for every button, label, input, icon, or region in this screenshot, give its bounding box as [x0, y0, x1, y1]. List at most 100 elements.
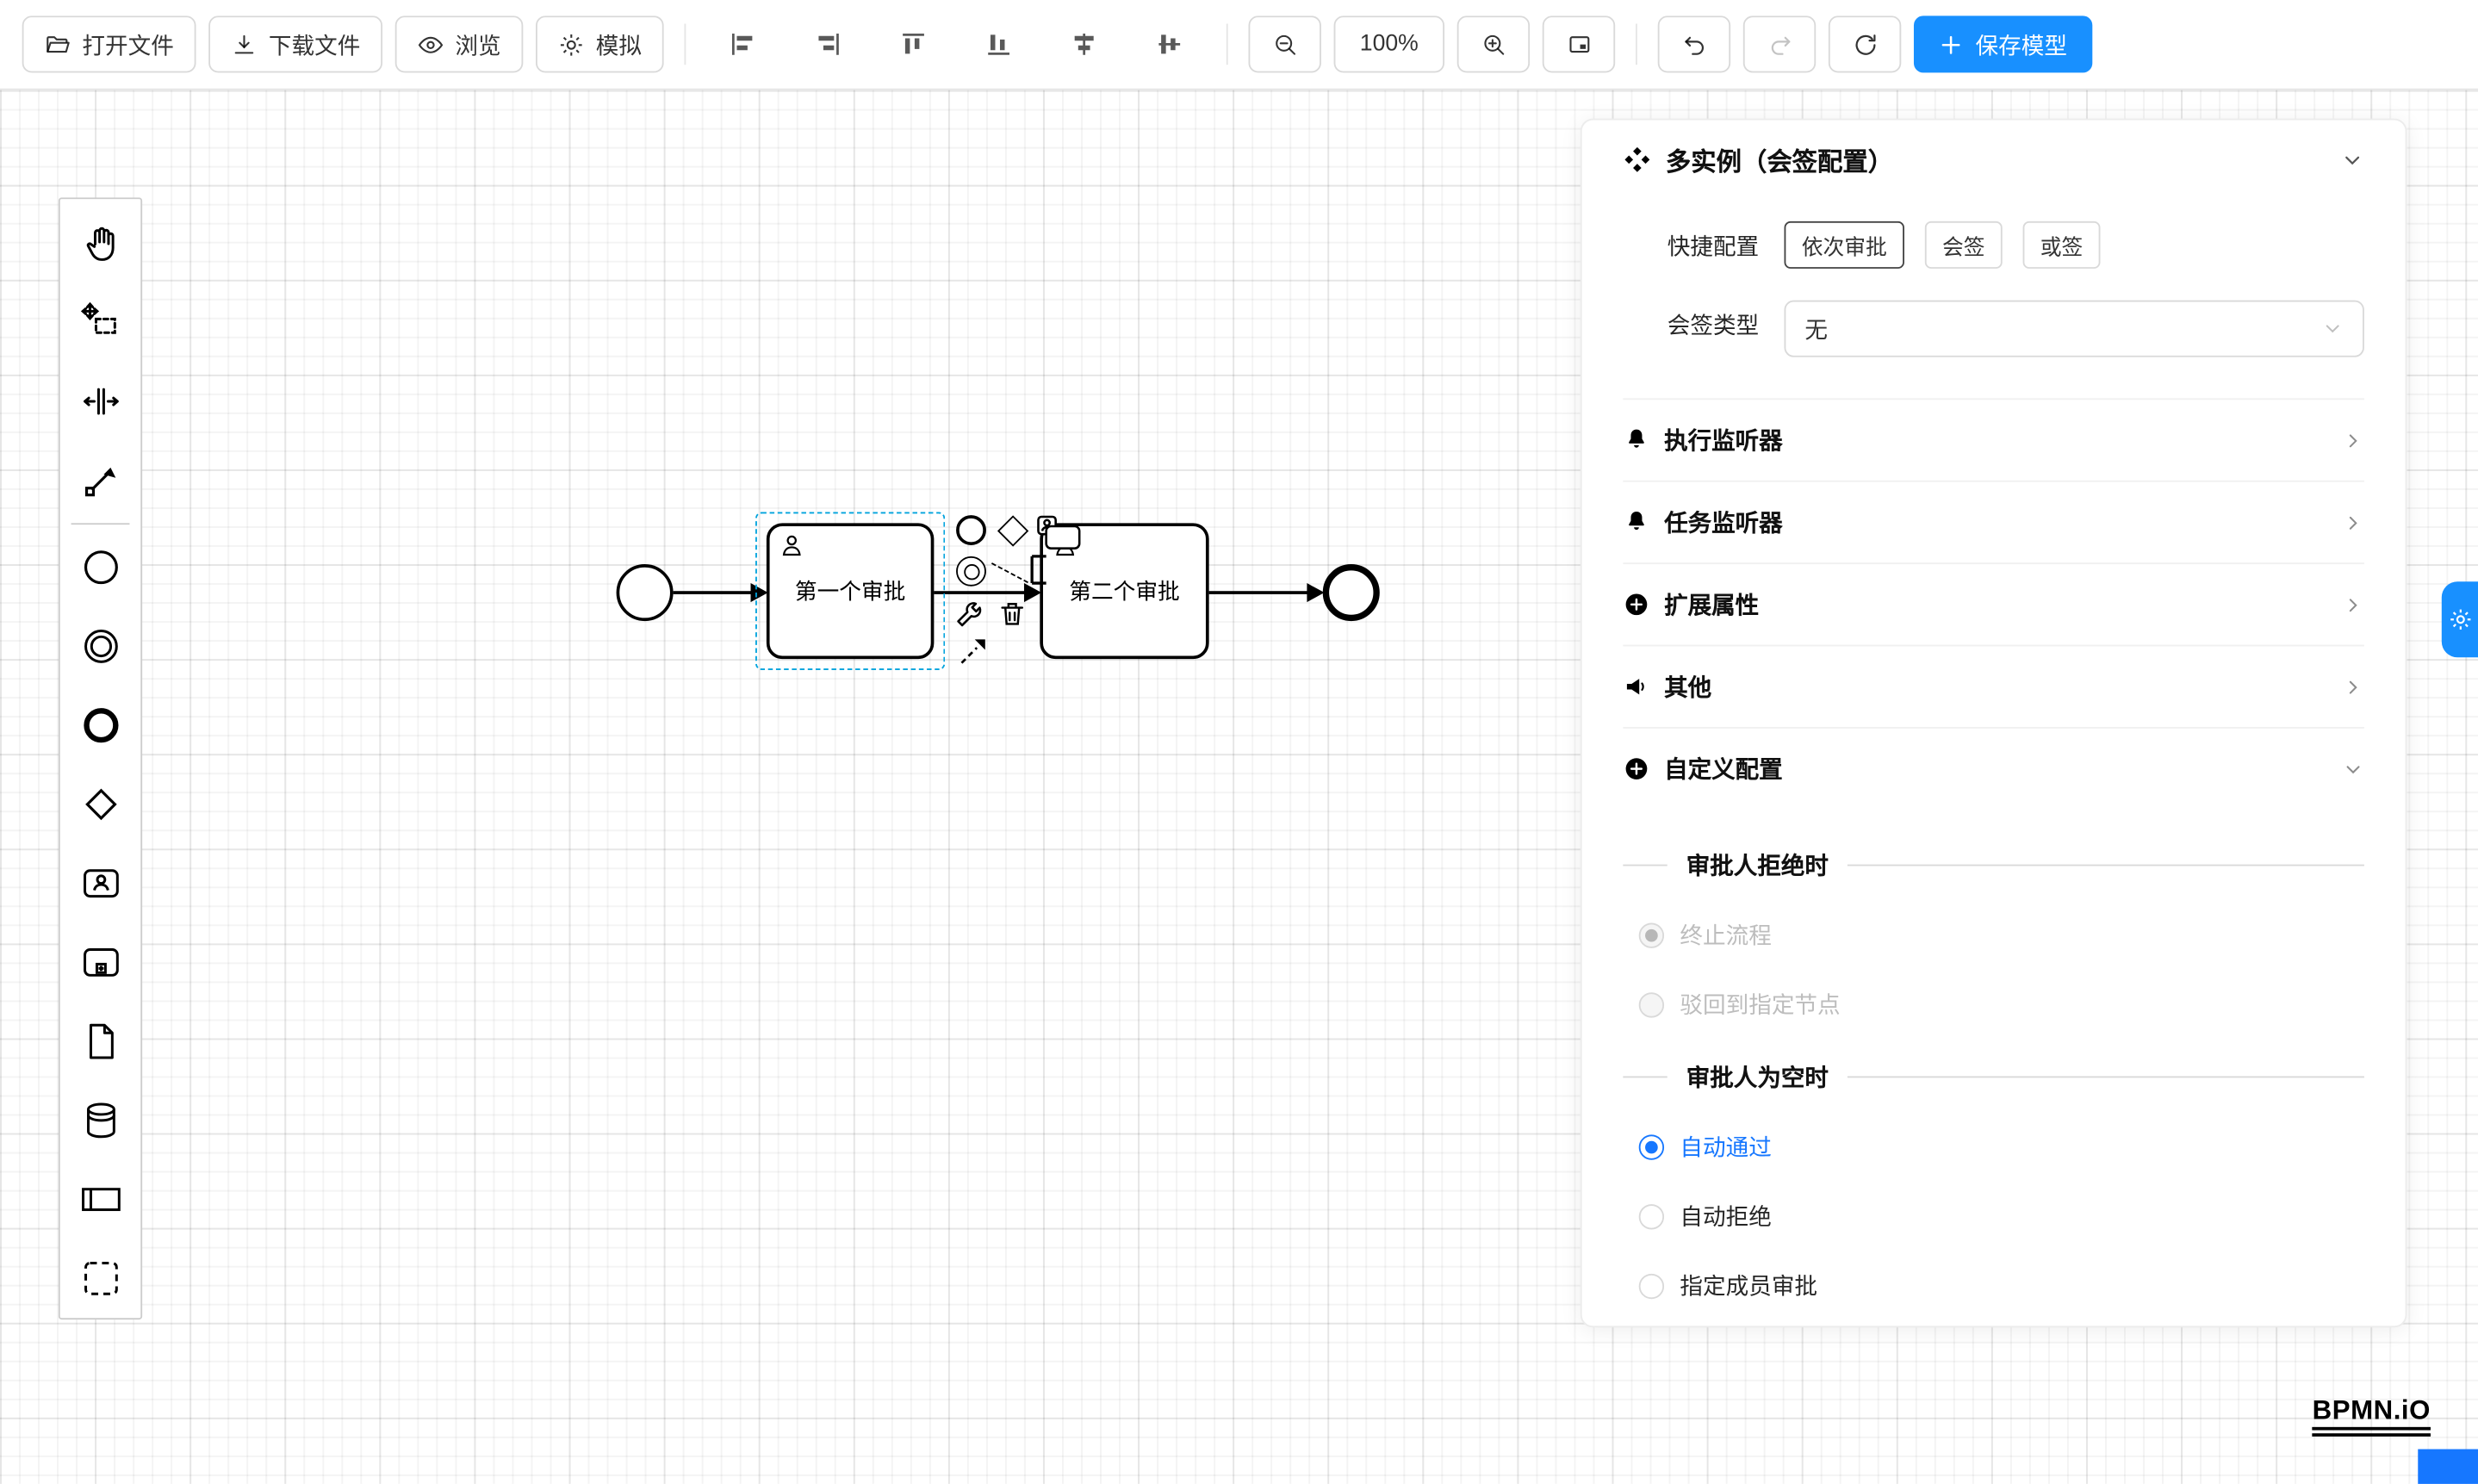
align-right-button[interactable] [792, 16, 864, 72]
task-shape-1[interactable]: 第一个审批 [766, 523, 935, 660]
connect-arrow-icon[interactable] [956, 636, 990, 669]
open-file-label: 打开文件 [82, 34, 174, 59]
hand-tool[interactable] [64, 204, 136, 283]
save-model-label: 保存模型 [1975, 34, 2067, 59]
create-start-event[interactable] [64, 528, 136, 607]
delete-trash-icon[interactable] [997, 599, 1028, 629]
section-execution-listener[interactable]: 执行监听器 [1623, 398, 2364, 480]
zoom-out-icon [1271, 31, 1298, 58]
radio-button[interactable] [1638, 922, 1665, 947]
align-top-button[interactable] [877, 16, 949, 72]
quick-btn-orsign[interactable]: 或签 [2022, 220, 2101, 269]
zoom-in-button[interactable] [1456, 16, 1531, 73]
hand-icon [80, 223, 121, 264]
sign-type-row: 会签类型 无 [1623, 291, 2364, 357]
section-extended-properties[interactable]: 扩展属性 [1623, 562, 2364, 644]
lasso-tool[interactable] [64, 283, 136, 362]
chevron-down-icon[interactable] [2340, 148, 2364, 172]
create-gateway[interactable] [64, 765, 136, 844]
quick-btn-sequential[interactable]: 依次审批 [1784, 220, 1904, 269]
start-event-shape[interactable] [616, 564, 674, 622]
task-shape-2[interactable]: 第二个审批 [1040, 523, 1209, 660]
divider-reject: 审批人拒绝时 [1623, 847, 2364, 881]
save-model-button[interactable]: 保存模型 [1913, 16, 2093, 73]
sign-type-value: 无 [1804, 318, 1828, 345]
quick-btn-countersign[interactable]: 会签 [1924, 220, 2003, 269]
create-intermediate-event[interactable] [64, 607, 136, 686]
append-intermediate-event-icon[interactable] [956, 556, 986, 587]
section-task-listener[interactable]: 任务监听器 [1623, 480, 2364, 562]
chevron-right-icon [2342, 429, 2364, 451]
radio-auto-reject[interactable]: 自动拒绝 [1638, 1200, 2364, 1233]
radio-label: 驳回到指定节点 [1680, 994, 1841, 1020]
selection-outline [755, 512, 946, 670]
radio-assign-member[interactable]: 指定成员审批 [1638, 1269, 2364, 1302]
zoom-level[interactable]: 100% [1333, 16, 1445, 73]
end-event-shape[interactable] [1322, 564, 1380, 622]
sequence-flow[interactable] [1208, 591, 1309, 594]
section-label: 扩展属性 [1664, 593, 1760, 620]
end-event-icon [80, 705, 121, 746]
sign-type-select[interactable]: 无 [1784, 300, 2364, 357]
toolbar-divider [684, 23, 686, 65]
download-file-label: 下载文件 [268, 34, 361, 59]
radio-label: 自动拒绝 [1680, 1205, 1772, 1232]
open-file-button[interactable]: 打开文件 [22, 16, 196, 73]
radio-return-to-node[interactable]: 驳回到指定节点 [1638, 988, 2364, 1021]
radio-terminate-process[interactable]: 终止流程 [1638, 918, 2364, 952]
corner-button[interactable] [2418, 1449, 2478, 1484]
create-subprocess[interactable] [64, 923, 136, 1003]
undo-button[interactable] [1657, 16, 1731, 73]
refresh-button[interactable] [1828, 16, 1902, 73]
radio-button[interactable] [1638, 1203, 1665, 1229]
bpmn-io-logo[interactable]: BPMN.iO [2312, 1397, 2431, 1437]
section-custom-config[interactable]: 自定义配置 [1623, 727, 2364, 809]
toolbar-divider [1636, 23, 1637, 65]
zoom-level-value: 100% [1359, 31, 1419, 58]
radio-button[interactable] [1638, 1272, 1665, 1299]
sequence-flow[interactable] [934, 591, 1026, 594]
chevron-down-icon [2342, 758, 2364, 780]
append-task-icon[interactable] [1035, 513, 1083, 551]
refresh-icon [1851, 31, 1878, 58]
align-bottom-button[interactable] [962, 16, 1034, 72]
bell-icon [1623, 426, 1649, 453]
properties-panel: 多实例（会签配置） 快捷配置 依次审批 会签 或签 会签类型 无 [1580, 118, 2407, 1328]
create-data-store[interactable] [64, 1081, 136, 1160]
multi-instance-icon [1623, 146, 1651, 174]
create-end-event[interactable] [64, 686, 136, 765]
radio-button[interactable] [1638, 1133, 1665, 1159]
preview-button[interactable]: 浏览 [394, 16, 524, 73]
simulate-button[interactable]: 模拟 [536, 16, 664, 73]
download-file-button[interactable]: 下载文件 [208, 16, 383, 73]
align-bottom-icon [984, 30, 1013, 59]
create-group[interactable] [64, 1239, 136, 1318]
space-tool-icon [80, 381, 121, 422]
gateway-icon [80, 784, 121, 825]
global-connect-tool[interactable] [64, 441, 136, 520]
zoom-out-button[interactable] [1248, 16, 1321, 73]
radio-auto-pass[interactable]: 自动通过 [1638, 1130, 2364, 1164]
append-end-event-icon[interactable] [956, 515, 986, 546]
align-middle-vertical-button[interactable] [1133, 16, 1206, 72]
fit-viewport-icon [1565, 31, 1592, 58]
redo-button[interactable] [1742, 16, 1817, 73]
sequence-flow[interactable] [673, 591, 753, 594]
align-middle-vertical-icon [1155, 30, 1183, 59]
radio-button[interactable] [1638, 991, 1665, 1017]
settings-tab[interactable] [2441, 581, 2478, 658]
align-center-horizontal-button[interactable] [1047, 16, 1120, 72]
text-annotation-icon[interactable] [1026, 553, 1050, 587]
section-other[interactable]: 其他 [1623, 644, 2364, 727]
radio-label: 自动通过 [1680, 1136, 1772, 1162]
space-tool[interactable] [64, 362, 136, 441]
create-data-object[interactable] [64, 1002, 136, 1081]
change-type-wrench-icon[interactable] [953, 599, 984, 630]
align-left-button[interactable] [706, 16, 779, 72]
create-participant[interactable] [64, 1160, 136, 1239]
create-user-task[interactable] [64, 844, 136, 923]
fit-viewport-button[interactable] [1542, 16, 1616, 73]
plus-icon [1939, 33, 1963, 57]
panel-header[interactable]: 多实例（会签配置） [1623, 120, 2364, 199]
